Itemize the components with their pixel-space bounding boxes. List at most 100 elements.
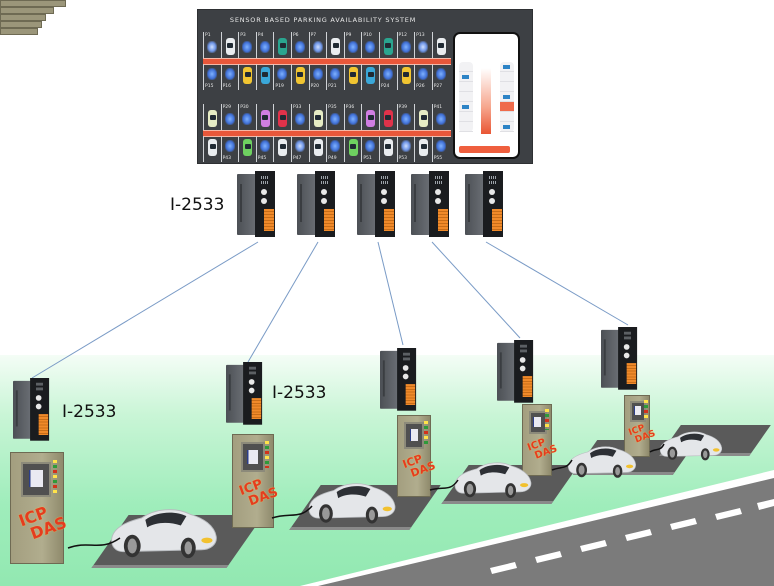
parking-spot: [326, 32, 344, 58]
device-front-panel: [618, 327, 638, 390]
parking-spot: P10: [361, 32, 379, 58]
accessible-spot-icon: [207, 41, 217, 53]
charging-cable: [649, 443, 665, 453]
sensor-beam-icon: [277, 68, 288, 80]
device-front-panel: [255, 171, 275, 237]
parking-spot: P39: [396, 104, 415, 130]
link-line: [31, 241, 259, 379]
status-lights-icon: [265, 440, 269, 469]
parking-spot: [378, 104, 397, 130]
sensor-beam-icon: [242, 41, 253, 53]
parked-car-icon: [419, 110, 429, 127]
rotary-switch-icon: [248, 387, 255, 394]
parking-spot: [414, 104, 432, 130]
led-indicator-icon: [519, 344, 528, 348]
parking-spot: P55: [431, 136, 450, 162]
parking-spot: [255, 64, 274, 90]
parked-car-icon: [243, 139, 253, 156]
parking-spot: [203, 104, 221, 130]
device-front-panel: [429, 171, 449, 237]
sensor-beam-icon: [400, 41, 411, 53]
spot-label: P20: [310, 84, 320, 89]
accessible-spot-icon: [294, 140, 305, 152]
parking-spot: P27: [431, 64, 450, 90]
sensor-beam-icon: [330, 68, 341, 80]
parking-spot: [273, 136, 291, 162]
phone-slot: [459, 112, 473, 122]
status-lights-icon: [644, 399, 649, 418]
kiosk-screen: [629, 400, 646, 422]
led-indicator-icon: [381, 176, 389, 179]
parked-car-icon: [383, 110, 393, 127]
led-indicator-icon: [519, 349, 528, 353]
kiosk-base: [0, 14, 46, 21]
status-lights-icon: [423, 420, 428, 445]
phone-slot: [459, 82, 473, 92]
parking-spot: P35: [326, 104, 344, 130]
led-indicator-icon: [623, 331, 632, 335]
terminal-block-icon: [522, 376, 533, 397]
device-model-label: I-2533: [170, 195, 225, 215]
parking-spot: P7: [308, 32, 327, 58]
rotary-switch-icon: [261, 198, 267, 204]
device-housing: [297, 174, 317, 235]
sensor-beam-icon: [435, 68, 446, 80]
parking-spot: [273, 104, 291, 130]
device-housing: [497, 342, 516, 401]
status-lights-icon: [52, 459, 57, 493]
mobile-app-preview: [453, 32, 520, 159]
spot-label: P16: [222, 84, 232, 89]
spot-label: P47: [292, 156, 302, 161]
terminal-block-icon: [405, 384, 416, 405]
phone-slot-column: [500, 62, 514, 132]
spot-label: P7: [310, 33, 317, 38]
electric-car: [454, 462, 532, 498]
spot-label: P41: [433, 105, 443, 110]
parking-spot: [378, 136, 397, 162]
led-indicator-icon: [435, 181, 443, 184]
led-indicator-icon: [248, 366, 257, 370]
spot-label: P12: [398, 33, 407, 38]
device-front-panel: [315, 171, 335, 237]
parked-car-icon: [348, 67, 358, 84]
parking-spot: [308, 136, 327, 162]
parked-car-icon: [366, 67, 376, 84]
i2533-device: [226, 362, 263, 425]
sensor-beam-icon: [347, 41, 358, 53]
spot-label: P36: [345, 105, 355, 110]
spot-label: P45: [257, 156, 267, 161]
parking-spot: P41: [431, 104, 450, 130]
link-line: [377, 241, 404, 346]
sensor-beam-icon: [435, 140, 446, 152]
spot-label: P13: [416, 33, 425, 38]
parking-spot: [255, 104, 274, 130]
parking-spot: [343, 64, 362, 90]
charging-cable: [551, 459, 573, 471]
parking-spot: [361, 64, 379, 90]
parking-spot: P33: [290, 104, 309, 130]
sensor-beam-icon: [242, 113, 253, 125]
phone-slot: [500, 92, 514, 102]
parking-spot: [378, 32, 397, 58]
terminal-block-icon: [324, 209, 334, 231]
kiosk-base: [0, 7, 54, 14]
parking-spot: P47: [290, 136, 309, 162]
phone-slot-column: [459, 62, 473, 132]
sensor-beam-icon: [207, 68, 217, 80]
parking-spot: [361, 104, 379, 130]
spot-label: P15: [205, 84, 214, 89]
led-indicator-icon: [623, 336, 632, 340]
spot-label: P49: [328, 156, 337, 161]
spot-label: P51: [363, 156, 372, 161]
parked-car-icon: [401, 67, 411, 84]
device-model-label: I-2533: [62, 402, 117, 422]
kiosk-base: [0, 21, 42, 28]
sensor-beam-icon: [294, 113, 305, 125]
parking-spot: P36: [343, 104, 362, 130]
